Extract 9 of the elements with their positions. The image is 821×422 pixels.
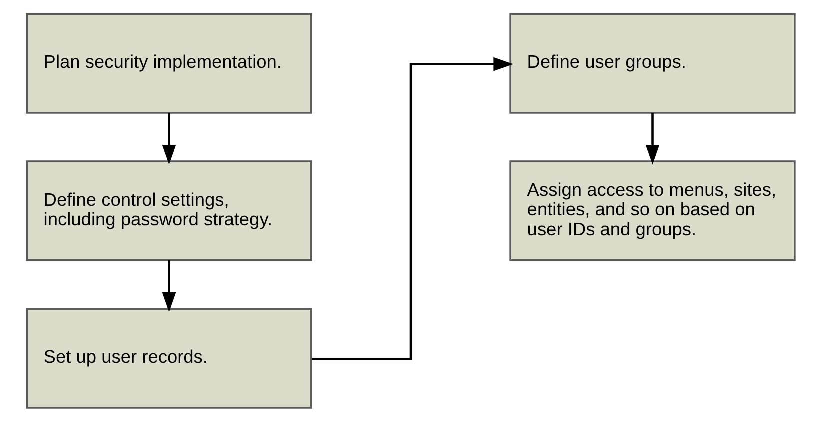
node-box: Set up user records. — [26, 308, 312, 409]
node-box: Define user groups. — [509, 13, 796, 114]
node-box: Assign access to menus, sites, entities, and so on based on user IDs and groups. — [509, 160, 796, 262]
arrow — [162, 260, 176, 312]
node-box: Define control settings, including password strategy. — [26, 160, 312, 262]
arrow — [645, 113, 660, 165]
arrow — [311, 57, 513, 360]
arrow — [162, 113, 176, 165]
node-box: Plan security implementation. — [26, 13, 312, 114]
